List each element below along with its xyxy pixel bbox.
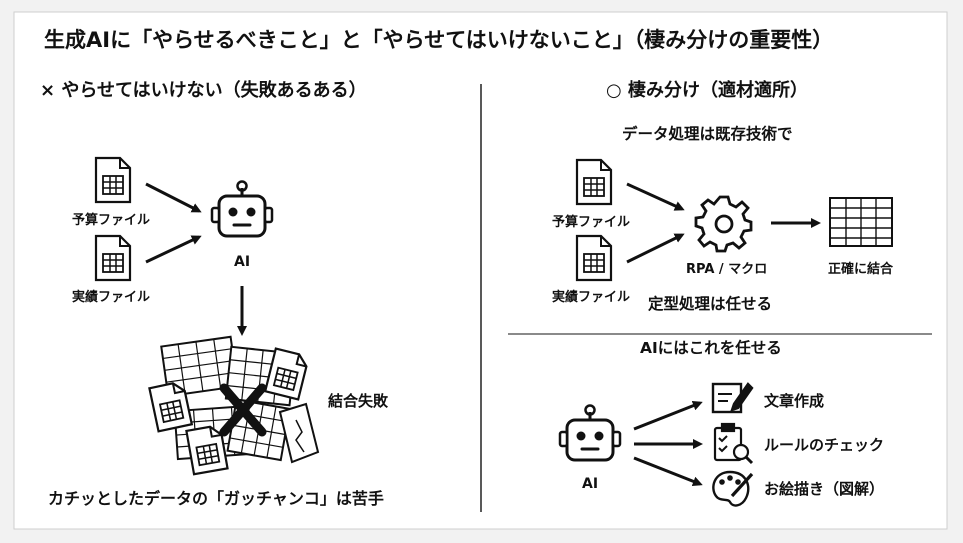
fail-x-icon	[219, 383, 267, 437]
task-arrow-1	[633, 400, 703, 431]
gear-icon	[694, 195, 753, 253]
right-arrow-1	[626, 182, 685, 211]
right-subheading: データ処理は既存技術で	[622, 125, 793, 143]
task-writing-label: 文章作成	[764, 392, 825, 410]
right-actual-file-icon	[575, 234, 613, 282]
task-arrow-3	[633, 456, 703, 487]
checklist-icon	[713, 422, 754, 465]
task-drawing-label: お絵描き（図解）	[764, 480, 885, 498]
left-budget-file-icon	[94, 156, 132, 204]
right-budget-file-icon	[575, 158, 613, 206]
left-budget-file-label: 予算ファイル	[72, 213, 151, 228]
right-arrow-2	[626, 233, 685, 264]
merged-table-icon	[829, 197, 893, 247]
right-ai-heading: AIにはこれを任せる	[640, 339, 782, 357]
left-ai-label: AI	[234, 254, 251, 270]
writing-icon	[711, 382, 754, 414]
right-budget-file-label: 予算ファイル	[552, 215, 631, 230]
result-label: 正確に結合	[828, 262, 894, 277]
fail-label: 結合失敗	[328, 392, 389, 410]
bottom-note: カチッとしたデータの「ガッチャンコ」は苦手	[48, 489, 384, 508]
page-title: 生成AIに「やらせるべきこと」と「やらせてはいけないこと」（棲み分けの重要性）	[44, 28, 834, 52]
rpa-label: RPA / マクロ	[686, 262, 768, 277]
left-arrow-2	[145, 235, 202, 264]
right-ai-label: AI	[582, 476, 599, 492]
left-heading: × やらせてはいけない（失敗あるある）	[40, 80, 367, 101]
right-heading: ○ 棲み分け（適材適所）	[606, 80, 808, 101]
right-footer: 定型処理は任せる	[648, 295, 773, 313]
left-actual-file-icon	[94, 234, 132, 282]
task-rule-check-label: ルールのチェック	[764, 436, 885, 454]
left-actual-file-label: 実績ファイル	[72, 290, 151, 305]
right-actual-file-label: 実績ファイル	[552, 290, 631, 305]
palette-icon	[712, 470, 754, 507]
left-arrow-1	[145, 182, 202, 213]
